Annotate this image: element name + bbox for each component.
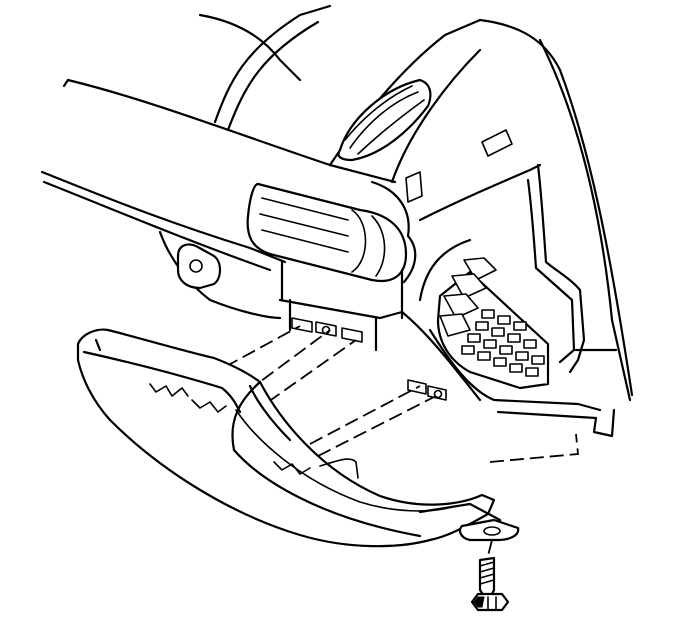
fastener-screw-icon <box>470 556 510 612</box>
climate-control-icon <box>436 257 550 390</box>
right-side-panel <box>418 163 618 438</box>
dash-switches <box>405 129 513 203</box>
center-console-column <box>278 260 482 402</box>
mounting-tab <box>459 518 520 557</box>
defroster-vent-icon <box>337 78 432 162</box>
right-retainer-clips <box>407 379 447 401</box>
air-outlet-icon <box>246 180 417 284</box>
bolster-panel-icon <box>76 328 502 548</box>
lower-dash-face <box>40 170 287 320</box>
